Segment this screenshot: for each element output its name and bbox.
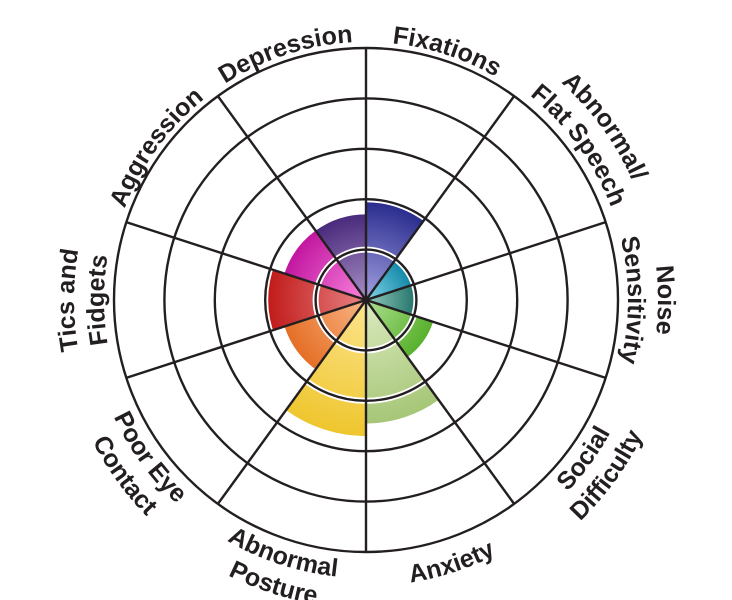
category-label-line: Noise xyxy=(650,264,680,336)
wedge-5 xyxy=(286,300,366,437)
category-label: Noise xyxy=(650,264,680,336)
category-label: Fidgets xyxy=(82,253,114,348)
grid-spoke xyxy=(365,220,607,302)
category-label-line: Anxiety xyxy=(406,535,498,589)
wedge-1 xyxy=(366,259,414,300)
category-label-line: Tics and xyxy=(52,247,84,354)
category-label: Depression xyxy=(214,20,354,89)
grid-spoke xyxy=(365,95,516,301)
grid-spoke xyxy=(125,220,367,302)
grid-spoke xyxy=(125,298,367,380)
center-dot xyxy=(363,297,369,303)
wedge-3 xyxy=(366,300,434,358)
wedge-4 xyxy=(366,300,439,424)
grid-spoke xyxy=(365,299,516,505)
wedge-0 xyxy=(366,201,424,300)
grid xyxy=(111,45,621,555)
category-label: Anxiety xyxy=(406,535,498,589)
category-label: Tics and xyxy=(52,247,84,354)
grid-spoke xyxy=(216,95,367,301)
wedge-6 xyxy=(284,300,366,370)
category-label-line: Fidgets xyxy=(82,253,114,348)
wedge-8 xyxy=(284,230,366,300)
grid-spoke xyxy=(365,298,607,380)
category-label-line: Depression xyxy=(214,20,354,89)
wedge-2 xyxy=(366,284,417,316)
grid-spoke xyxy=(216,299,367,505)
